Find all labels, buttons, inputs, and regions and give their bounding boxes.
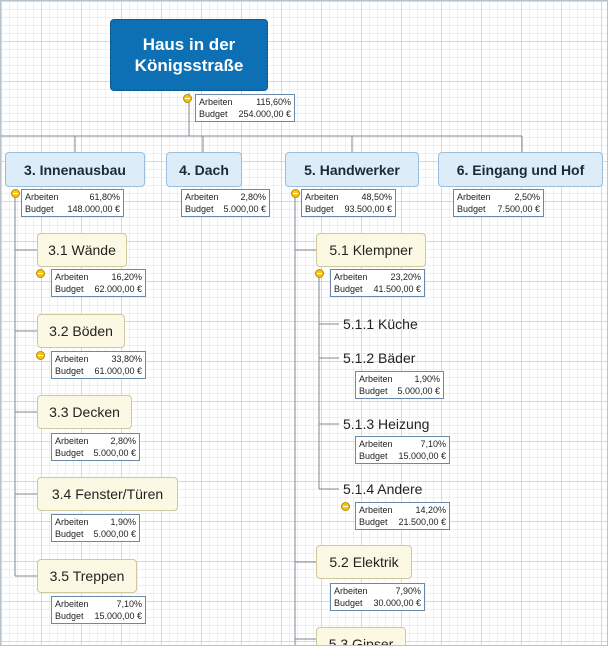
topic-treppen[interactable]: 3.5 Treppen [37,559,137,593]
topic-label: 5.1 Klempner [329,242,413,258]
root-title: Haus in der Königsstraße [134,35,244,75]
topic-label: 3.1 Wände [48,242,116,258]
topic-label: 6. Eingang und Hof [456,161,585,178]
topic-klempner[interactable]: 5.1 Klempner [316,233,426,267]
topic-innenausbau[interactable]: 3. Innenausbau [5,152,145,187]
topic-eingang-und-hof[interactable]: 6. Eingang und Hof [438,152,603,187]
collapse-toggle-icon[interactable] [36,269,45,278]
topic-label: 3. Innenausbau [24,161,126,178]
collapse-toggle-icon[interactable] [315,269,324,278]
topic-heizung[interactable]: 5.1.3 Heizung [343,416,430,432]
topic-label: 5. Handwerker [304,161,400,178]
topic-gipser[interactable]: 5.3 Gipser [316,627,406,646]
topic-handwerker[interactable]: 5. Handwerker [285,152,419,187]
topic-wande[interactable]: 3.1 Wände [37,233,127,267]
topic-kuche[interactable]: 5.1.1 Küche [343,316,418,332]
collapse-toggle-icon[interactable] [183,94,192,103]
topic-elektrik[interactable]: 5.2 Elektrik [316,545,412,579]
topic-dach[interactable]: 4. Dach [166,152,242,187]
collapse-toggle-icon[interactable] [341,502,350,511]
collapse-toggle-icon[interactable] [11,189,20,198]
collapse-toggle-icon[interactable] [291,189,300,198]
topic-andere[interactable]: 5.1.4 Andere [343,481,423,497]
root-topic[interactable]: Haus in der Königsstraße [110,19,268,91]
topic-label: 3.2 Böden [49,323,113,339]
topic-boden[interactable]: 3.2 Böden [37,314,125,348]
collapse-toggle-icon[interactable] [36,351,45,360]
topic-label: 5.2 Elektrik [329,554,399,570]
topic-label: 3.4 Fenster/Türen [51,486,164,502]
topic-label: 3.3 Decken [49,404,120,420]
topic-fenster-turen[interactable]: 3.4 Fenster/Türen [37,477,178,511]
topic-bader[interactable]: 5.1.2 Bäder [343,350,416,366]
topic-label: 3.5 Treppen [49,568,125,584]
topic-decken[interactable]: 3.3 Decken [37,395,132,429]
topic-label: 4. Dach [179,161,229,178]
topic-label: 5.3 Gipser [328,636,394,646]
